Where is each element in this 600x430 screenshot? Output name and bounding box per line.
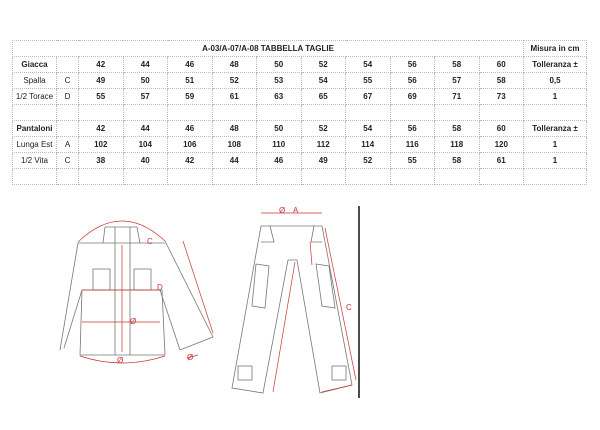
pants-measures (261, 212, 357, 393)
label-diameter: Ø (187, 353, 193, 362)
label-diameter: Ø (117, 356, 123, 365)
tolerance-header: Tolleranza ± (523, 56, 587, 73)
measure-code: D (56, 88, 79, 105)
jacket-measures (77, 220, 214, 364)
pants-drawing (231, 225, 353, 394)
label-c: C (346, 303, 352, 312)
label-diameter: Ø (130, 317, 136, 326)
empty-cell (523, 168, 587, 185)
jacket-drawing (59, 226, 214, 356)
empty-cell (56, 168, 79, 185)
label-diameter: Ø (279, 206, 285, 215)
label-c: C (147, 237, 153, 246)
empty-row (12, 168, 587, 185)
label-a: A (293, 206, 299, 215)
label-d: D (157, 283, 163, 292)
empty-row (12, 104, 587, 121)
